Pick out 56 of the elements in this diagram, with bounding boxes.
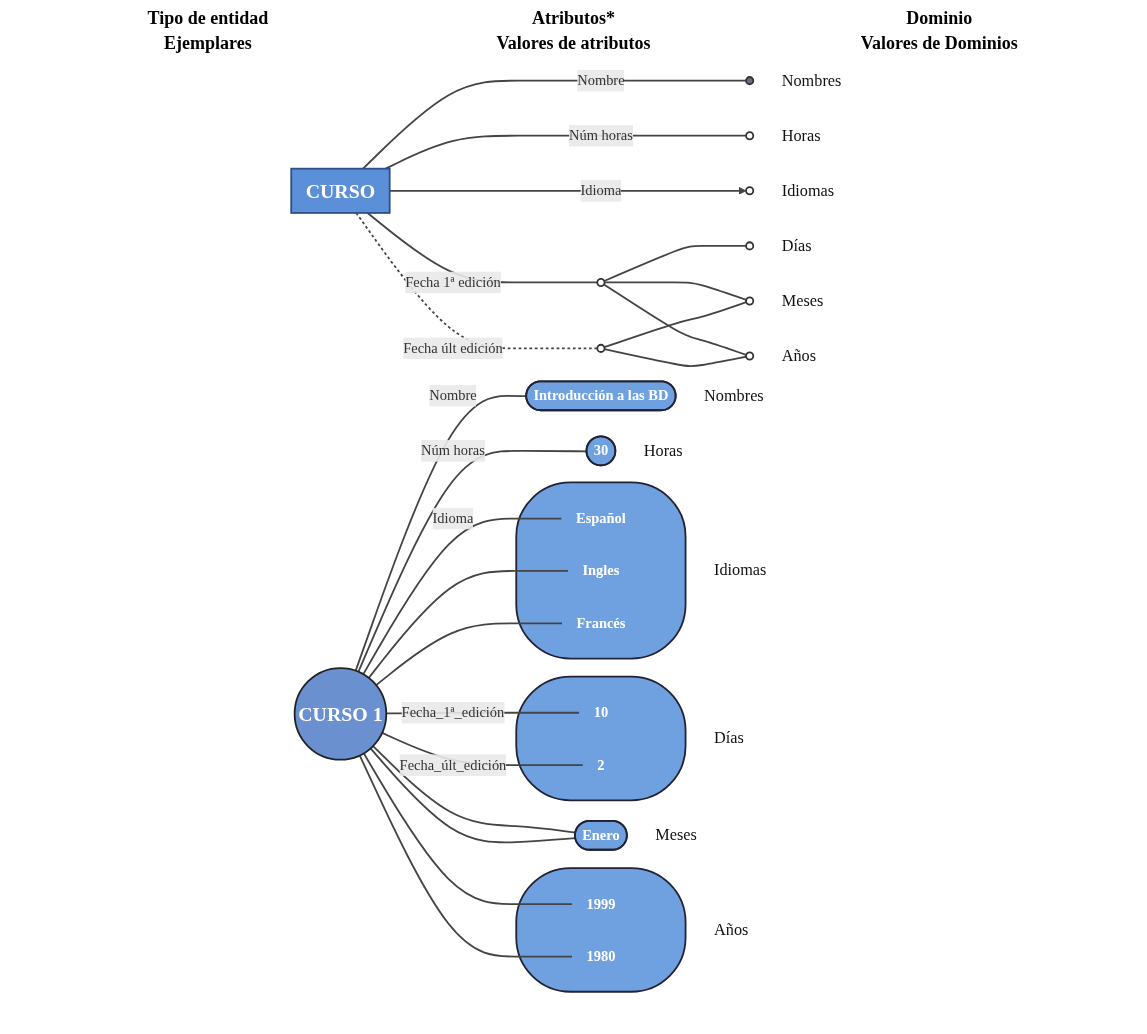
edge-label: Núm horas: [569, 127, 633, 143]
node-label: Horas: [643, 441, 683, 460]
column-heading: Valores de atributos: [495, 33, 652, 54]
node-label: Días: [714, 728, 744, 748]
node-circle: [596, 277, 606, 287]
node-label: Meses: [781, 291, 824, 310]
edge-label: Idioma: [580, 182, 622, 199]
cluster: [515, 481, 687, 660]
node-text: 2: [597, 756, 605, 773]
edge-label: Fecha_1ª_edición: [401, 704, 505, 720]
connector: [362, 752, 573, 906]
connector: [603, 348, 748, 368]
node-text: 1980: [586, 948, 616, 964]
connector: [375, 622, 563, 687]
node-label: Nombres: [704, 386, 764, 405]
node-circle: [745, 76, 755, 86]
node-text: Ingles: [582, 562, 620, 579]
node-text: 1999: [586, 896, 616, 912]
node-circle: [745, 241, 755, 251]
node-label: Horas: [781, 126, 821, 145]
node-label: Nombres: [781, 71, 842, 90]
node-circle: [745, 186, 755, 196]
node-circle: [745, 296, 755, 306]
edge-label: Fecha últ edición: [403, 340, 503, 356]
connector: [358, 754, 573, 958]
connector: [603, 281, 748, 301]
column-heading: Dominio: [905, 8, 974, 29]
connector: [603, 283, 748, 356]
connector: [367, 570, 569, 679]
edge-label: Fecha_últ_edición: [399, 756, 507, 773]
edge-label: Núm horas: [421, 442, 485, 459]
edge-label: Nombre: [429, 387, 477, 404]
column-heading: Valores de Dominios: [859, 33, 1019, 54]
connector: [603, 301, 748, 349]
connector: [603, 245, 747, 282]
node-box: CURSO: [290, 167, 391, 214]
edge-label: Fecha 1ª edición: [405, 274, 501, 290]
node-label: Años: [781, 346, 817, 365]
node-circle: [596, 343, 606, 353]
node-label: Idiomas: [781, 181, 835, 200]
node-label: Idiomas: [714, 561, 767, 580]
node-text: Francés: [576, 615, 626, 631]
column-heading: Tipo de entidad: [146, 8, 270, 29]
node-circle: CURSO 1: [293, 667, 388, 761]
node-circle: [745, 131, 755, 141]
node-label: Meses: [655, 825, 697, 844]
edge-label: Nombre: [577, 72, 625, 88]
node-label: Días: [781, 236, 812, 255]
node-text: Español: [576, 510, 626, 526]
column-heading: Atributos*: [531, 8, 616, 29]
node-text: 10: [593, 704, 609, 720]
node-circle: [745, 351, 755, 361]
node-label: Años: [714, 920, 749, 939]
column-heading: Ejemplares: [163, 33, 253, 54]
connector: [362, 517, 563, 676]
edge-label: Idioma: [432, 510, 474, 526]
